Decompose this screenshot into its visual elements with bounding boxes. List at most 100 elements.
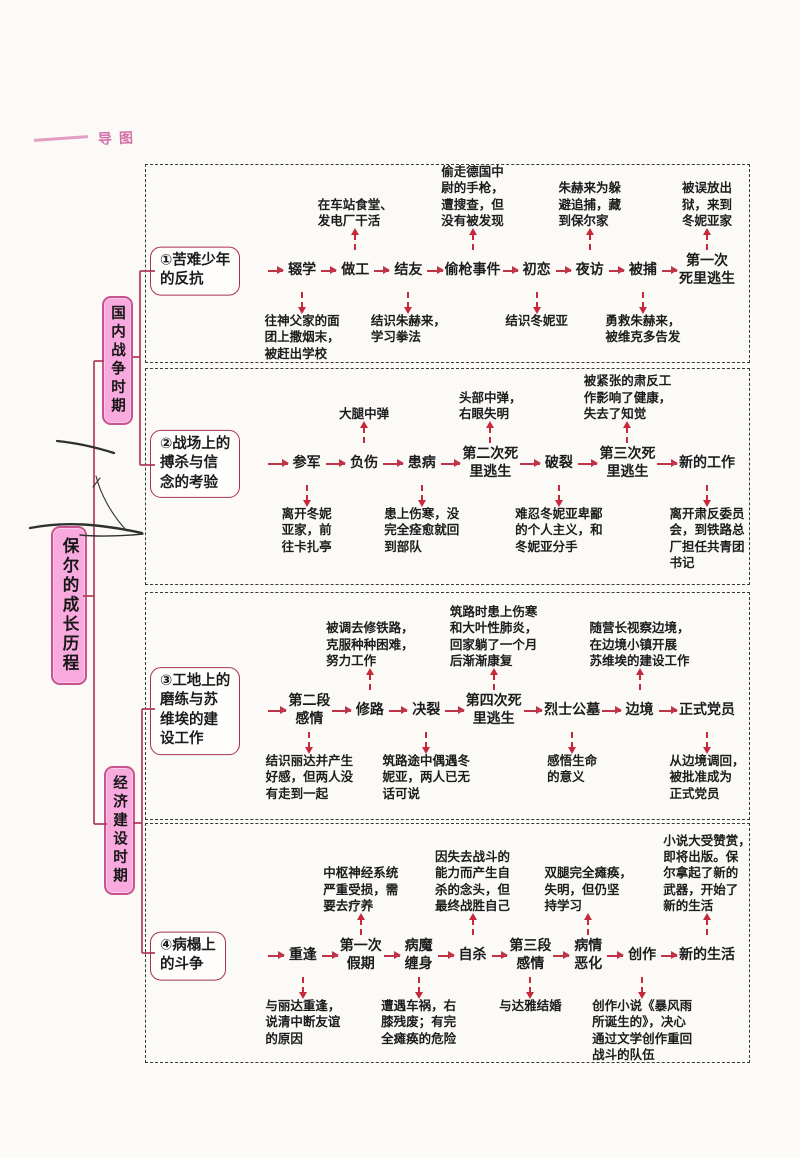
flow-step: 筑路时患上伤寒 和大叶性肺炎， 回家躺了一个月 后渐渐康复 第四次死 里逃生: [450, 593, 538, 819]
flow-arrow-icon: [321, 266, 338, 274]
step-below-zone: 结识丽达并产生 好感，但两人没 有走到一起: [266, 730, 353, 819]
flow-step: 朱赫来为躲 避追捕，藏 到保尔家 夜访: [558, 165, 621, 362]
step-above-zone: 小说大受赞赏， 即将出版。保 尔拿起了新的 武器，开始了 新的生活: [663, 824, 751, 937]
step-above-zone: 筑路时患上伤寒 和大叶性肺炎， 回家躺了一个月 后渐渐康复: [450, 593, 537, 692]
step-node: 正式党员: [677, 692, 737, 730]
step-note-below: 感悟生命 的意义: [547, 753, 598, 785]
step-label: 病魔 缠身: [404, 938, 433, 972]
step-below-zone: [460, 483, 520, 584]
dashed-arrow-up-icon: [356, 913, 365, 935]
step-below-zone: [571, 290, 609, 362]
section-box-3: ③工地上的 磨练与苏 维埃的建 设工作 第二段 感情 结识丽达并产生 好感，但两…: [145, 592, 750, 820]
step-above-zone: 随营长视察边境， 在边境小镇开展 苏维埃的建设工作: [590, 593, 690, 692]
dashed-arrow-down-icon: [414, 977, 423, 999]
step-label: 参军: [292, 455, 321, 472]
step-node: 第一次 死里逃生: [677, 252, 737, 290]
step-node: 夜访: [571, 252, 609, 290]
step-note-above: 随营长视察边境， 在边境小镇开展 苏维埃的建设工作: [589, 620, 690, 668]
flow-arrow-icon: [523, 706, 544, 714]
step-below-zone: 创作小说《暴风雨 所诞生的》，决心 通过文学创作重回 战斗的队伍: [592, 975, 692, 1062]
step-note-below: 结识朱赫来， 学习拳法: [370, 313, 446, 345]
flow-arrow-icon: [658, 706, 679, 714]
step-note-below: 患上伤寒，没 完全痊愈就回 到部队: [384, 506, 460, 554]
step-note-below: 遭遇车祸，右 膝残废；有完 全瘫痪的危险: [381, 998, 457, 1046]
flow-step: 双腿完全瘫痪， 失明，但仍坚 持学习 病情 恶化: [544, 824, 632, 1062]
step-node: 破裂: [540, 445, 578, 483]
step-label: 第二次死 里逃生: [462, 446, 519, 480]
step-note-above: 头部中弹， 右眼失明: [459, 389, 522, 421]
flow-arrow-icon: [268, 266, 285, 274]
flow-arrow-icon: [268, 459, 289, 467]
step-node: 第三次死 里逃生: [597, 445, 657, 483]
step-above-zone: [677, 593, 737, 692]
step-note-above: 大腿中弹: [339, 405, 390, 421]
flow-arrow-icon: [608, 266, 626, 274]
step-above-zone: 大腿中弹: [339, 369, 389, 445]
step-below-zone: 遭遇车祸，右 膝残废；有完 全瘫痪的危险: [381, 975, 456, 1062]
step-label: 新的工作: [679, 455, 736, 472]
step-node: 病情 恶化: [569, 937, 607, 975]
flow-step: 患病 患上伤寒，没 完全痊愈就回 到部队: [384, 369, 459, 584]
dashed-arrow-down-icon: [422, 732, 431, 754]
dashed-arrow-up-icon: [360, 421, 369, 443]
flow-row-1: 辍学 往神父家的面 团上撒烟末， 被赶出学校 在车站食堂、 发电厂干活 做工 结…: [146, 164, 749, 362]
step-node: 边境: [621, 692, 659, 730]
step-node: 偷枪事件: [443, 252, 503, 290]
dashed-arrow-up-icon: [351, 228, 360, 250]
step-above-zone: [540, 369, 578, 445]
flow-step: 烈士公墓 感悟生命 的意义: [542, 593, 602, 819]
header-stroke: [33, 134, 89, 142]
dashed-arrow-up-icon: [489, 668, 498, 690]
step-above-zone: 中枢神经系统 严重受损，需 要去疗养: [323, 824, 398, 937]
step-note-above: 被调去修铁路， 克服种种困难， 努力工作: [326, 620, 414, 668]
dashed-arrow-up-icon: [486, 421, 495, 443]
step-below-zone: [454, 975, 492, 1062]
step-label: 负伤: [350, 455, 379, 472]
step-label: 第二段 感情: [288, 693, 331, 727]
flow-step: 决裂 筑路途中偶遇冬 妮亚，两人已无 话可说: [383, 593, 471, 819]
step-node: 患病: [403, 445, 441, 483]
dashed-arrow-up-icon: [365, 668, 374, 690]
step-above-zone: 朱赫来为躲 避追捕，藏 到保尔家: [558, 165, 621, 252]
step-below-zone: 与丽达重逢， 说清中断友谊 的原因: [265, 975, 340, 1062]
step-node: 新的工作: [677, 445, 737, 483]
step-note-below: 难忍冬妮亚卑鄙 的个人主义，和 冬妮亚分手: [515, 506, 603, 554]
step-above-zone: 双腿完全瘫痪， 失明，但仍坚 持学习: [544, 824, 632, 937]
step-note-below: 从边境调回， 被批准成为 正式党员: [669, 753, 745, 801]
step-note-above: 因失去战斗的 能力而产生自 杀的念头，但 最终战胜自己: [434, 849, 511, 913]
flow-arrow-icon: [383, 459, 404, 467]
dashed-arrow-down-icon: [298, 977, 307, 999]
step-above-zone: 被误放出 狱，来到 冬妮亚家: [677, 165, 737, 252]
step-note-above: 小说大受赞赏， 即将出版。保 尔拿起了新的 武器，开始了 新的生活: [663, 832, 751, 913]
step-label: 第四次死 里逃生: [465, 693, 522, 727]
step-above-zone: [403, 369, 441, 445]
step-below-zone: 往神父家的面 团上撒烟末， 被赶出学校: [265, 290, 340, 362]
flow-row-2: 参军 离开冬妮 亚家，前 往卡扎亭 大腿中弹 负伤 患病 患上伤寒，没 完: [146, 369, 749, 584]
step-above-zone: [288, 369, 326, 445]
step-note-below: 离开冬妮 亚家，前 往卡扎亭: [281, 506, 332, 554]
step-label: 创作: [628, 947, 657, 964]
step-note-above: 在车站食堂、 发电厂干活: [317, 196, 393, 228]
flow-step: 被紧张的肃反工 作影响了健康， 失去了知觉 第三次死 里逃生: [584, 369, 672, 584]
step-below-zone: [677, 290, 737, 362]
step-label: 重逢: [288, 947, 317, 964]
flow-arrow-icon: [325, 459, 346, 467]
step-above-zone: [407, 593, 445, 692]
step-node: 修路: [351, 692, 389, 730]
step-node: 初恋: [518, 252, 556, 290]
step-label: 边境: [625, 702, 654, 719]
flow-arrow-icon: [440, 459, 461, 467]
flow-arrow-icon: [445, 706, 466, 714]
step-label: 做工: [341, 262, 370, 279]
step-below-zone: 难忍冬妮亚卑鄙 的个人主义，和 冬妮亚分手: [515, 483, 603, 584]
header-fragment: 导图: [33, 128, 140, 148]
dashed-arrow-down-icon: [702, 732, 711, 754]
flow-arrow-icon: [268, 951, 285, 959]
step-below-zone: 与达雅结婚: [499, 975, 562, 1062]
step-note-below: 往神父家的面 团上撒烟末， 被赶出学校: [264, 313, 340, 361]
dashed-arrow-up-icon: [468, 913, 477, 935]
flow-arrow-icon: [661, 951, 678, 959]
step-node: 烈士公墓: [542, 692, 602, 730]
step-note-above: 双腿完全瘫痪， 失明，但仍坚 持学习: [544, 865, 633, 913]
